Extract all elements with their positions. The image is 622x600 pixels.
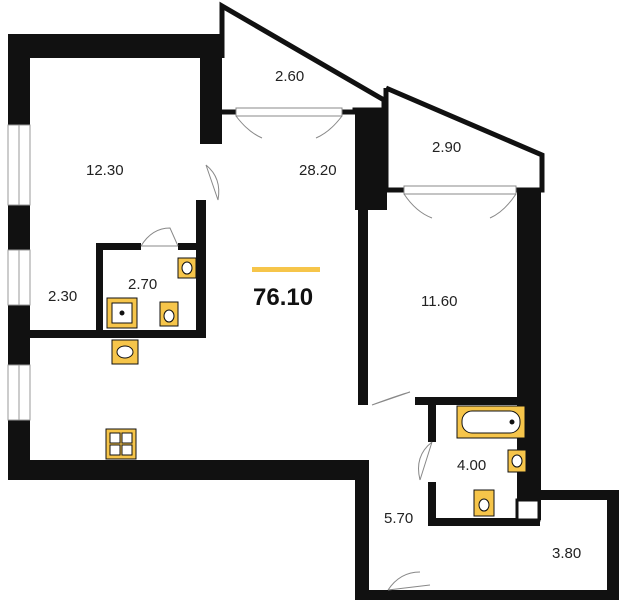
wall-bottom-right (355, 590, 617, 600)
area-bedroom-left: 12.30 (86, 162, 124, 179)
wall-bath-bottom (428, 518, 540, 526)
area-corridor: 3.80 (552, 545, 581, 562)
balcony-left-outline (219, 1, 387, 115)
area-hallway: 5.70 (384, 510, 413, 527)
wall-step (355, 460, 369, 600)
doors (140, 164, 433, 591)
balcony-door-bedroom (403, 185, 517, 195)
wall-wc-left (96, 243, 103, 335)
area-bathroom-small: 2.70 (128, 276, 157, 293)
area-bedroom-right: 11.60 (421, 293, 457, 310)
wall-wc-top (96, 243, 141, 250)
wall-top-left (8, 34, 223, 58)
total-area: 76.10 (253, 284, 313, 311)
wall-bedroom-right-lower (196, 200, 206, 335)
wall-bedroom2-bottom (415, 397, 525, 405)
wall-corridor-top (540, 490, 619, 500)
fixtures (105, 257, 527, 517)
area-bathroom-large: 4.00 (457, 457, 486, 474)
area-living-kitchen: 28.20 (299, 162, 337, 179)
door-wc (140, 227, 179, 247)
total-area-accent (252, 267, 320, 272)
windows-left (7, 124, 31, 421)
wall-bedroom2-left (358, 190, 368, 405)
area-balcony-right: 2.90 (432, 139, 461, 156)
door-bedroom-left (205, 164, 220, 201)
duct (515, 498, 541, 522)
wall-right-bottom (607, 490, 619, 600)
door-bath (418, 441, 433, 481)
balcony-right-outline (383, 85, 545, 193)
room-labels: 2.60 2.90 12.30 28.20 2.70 2.30 11.60 4.… (48, 68, 581, 562)
wall-bedroom-right (200, 34, 222, 144)
wall-bath-left (428, 397, 436, 442)
balcony-door-living (235, 107, 343, 117)
door-bedroom-right (371, 391, 411, 406)
wall-wc-top-right (178, 243, 203, 250)
balcony-doors (235, 107, 517, 219)
door-entrance (387, 571, 431, 591)
area-wardrobe: 2.30 (48, 288, 77, 305)
balconies (219, 1, 545, 193)
walls (8, 34, 619, 600)
wall-bottom (8, 460, 368, 480)
area-balcony-left: 2.60 (275, 68, 304, 85)
wall-bath-left-lower (428, 482, 436, 524)
wall-wc-bottom (30, 330, 206, 338)
